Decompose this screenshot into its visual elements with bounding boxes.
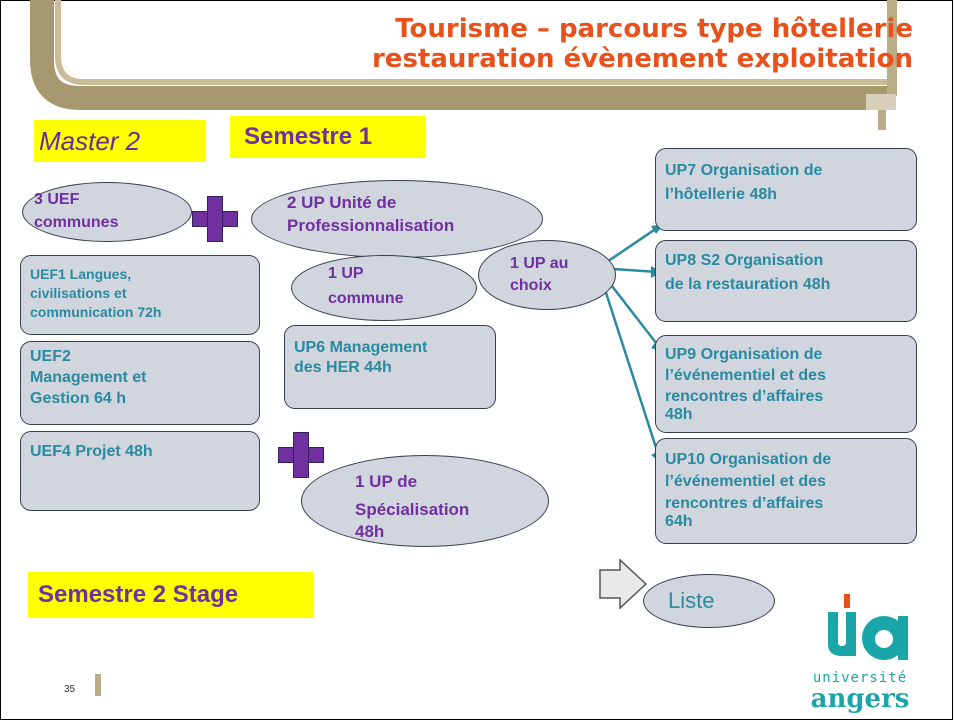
oval-line: 3 UEF — [34, 191, 80, 208]
box-line: Gestion 64 h — [30, 390, 127, 407]
oval-uef-communes — [22, 182, 192, 242]
box-uef1: UEF1 Langues, civilisations et communica… — [20, 255, 260, 335]
semestre-2-label: Semestre 2 Stage — [28, 572, 314, 618]
box-line: l’hôtellerie 48h — [665, 186, 778, 203]
oval-up-specialisation-text: 1 UP de Spécialisation 48h — [355, 470, 469, 544]
oval-line: 1 UP au — [510, 255, 569, 272]
box-up9: UP9 Organisation de l’événementiel et de… — [655, 335, 917, 433]
box-line: UEF1 Langues, — [30, 266, 132, 282]
ua-logo-icon — [828, 594, 908, 660]
box-line: l’événementiel et des — [665, 473, 826, 490]
box-line: de la restauration 48h — [665, 276, 831, 293]
oval-up-specialisation — [301, 455, 549, 547]
box-line: l’événementiel et des — [665, 367, 826, 384]
box-up7: UP7 Organisation de l’hôtellerie 48h — [655, 148, 917, 231]
box-line: communication 72h — [30, 304, 162, 320]
oval-line: 2 UP Unité de — [287, 193, 397, 212]
box-line: des HER 44h — [294, 359, 392, 376]
page-number: 35 — [64, 684, 76, 695]
logo-line-1: université — [812, 670, 908, 686]
oval-line: 1 UP — [328, 265, 364, 282]
semestre-1-label: Semestre 1 — [230, 116, 426, 158]
oval-line: choix — [510, 277, 552, 294]
box-up6: UP6 Management des HER 44h — [284, 325, 496, 409]
oval-liste — [643, 574, 775, 628]
box-line: UEF4 Projet 48h — [30, 443, 153, 460]
box-line: UP10 Organisation de — [665, 451, 832, 468]
oval-line: commune — [328, 290, 404, 307]
oval-line: communes — [34, 214, 119, 231]
box-up10: UP10 Organisation de l’événementiel et d… — [655, 438, 917, 544]
box-line: UP8 S2 Organisation — [665, 252, 824, 269]
oval-up-commune-text: 1 UP commune — [328, 264, 404, 309]
oval-up-commune — [291, 255, 477, 321]
oval-up-choix-text: 1 UP au choix — [510, 254, 568, 296]
box-line: Management et — [30, 369, 147, 386]
box-line: civilisations et — [30, 285, 127, 301]
master-label: Master 2 — [34, 120, 206, 162]
title-line-2: restauration évènement exploitation — [371, 44, 913, 74]
box-uef4: UEF4 Projet 48h — [20, 431, 260, 511]
box-line: UP9 Organisation de — [665, 346, 823, 363]
oval-line: Spécialisation — [355, 500, 470, 519]
box-line: UP7 Organisation de — [665, 162, 823, 179]
logo-line-2: angers — [810, 684, 910, 714]
box-uef2: UEF2 Management et Gestion 64 h — [20, 341, 260, 425]
box-line: 48h — [665, 406, 693, 423]
oval-liste-text: Liste — [668, 588, 715, 613]
oval-up-choix — [478, 240, 616, 310]
box-line: rencontres d’affaires — [665, 388, 824, 405]
oval-uef-communes-text: 3 UEF communes — [34, 190, 118, 233]
title-line-1: Tourisme – parcours type hôtellerie — [395, 14, 913, 44]
page-number-marker — [95, 674, 101, 696]
oval-up-professionnalisation-text: 2 UP Unité de Professionnalisation — [287, 193, 454, 236]
oval-line: 48h — [355, 522, 385, 541]
university-logo: université angers — [790, 592, 930, 717]
header-frame-decoration — [30, 0, 897, 130]
box-up8: UP8 S2 Organisation de la restauration 4… — [655, 240, 917, 322]
oval-up-professionnalisation — [251, 180, 543, 258]
oval-line: Professionnalisation — [287, 216, 455, 235]
liste-arrow-icon — [599, 558, 648, 610]
arrow-to-up10 — [596, 267, 662, 461]
box-line: UP6 Management — [294, 339, 428, 356]
box-line: 64h — [665, 513, 693, 530]
box-line: rencontres d’affaires — [665, 495, 824, 512]
box-line: UEF2 — [30, 348, 71, 365]
slide-title: Tourisme – parcours type hôtellerie rest… — [372, 14, 913, 74]
oval-line: 1 UP de — [355, 472, 418, 491]
